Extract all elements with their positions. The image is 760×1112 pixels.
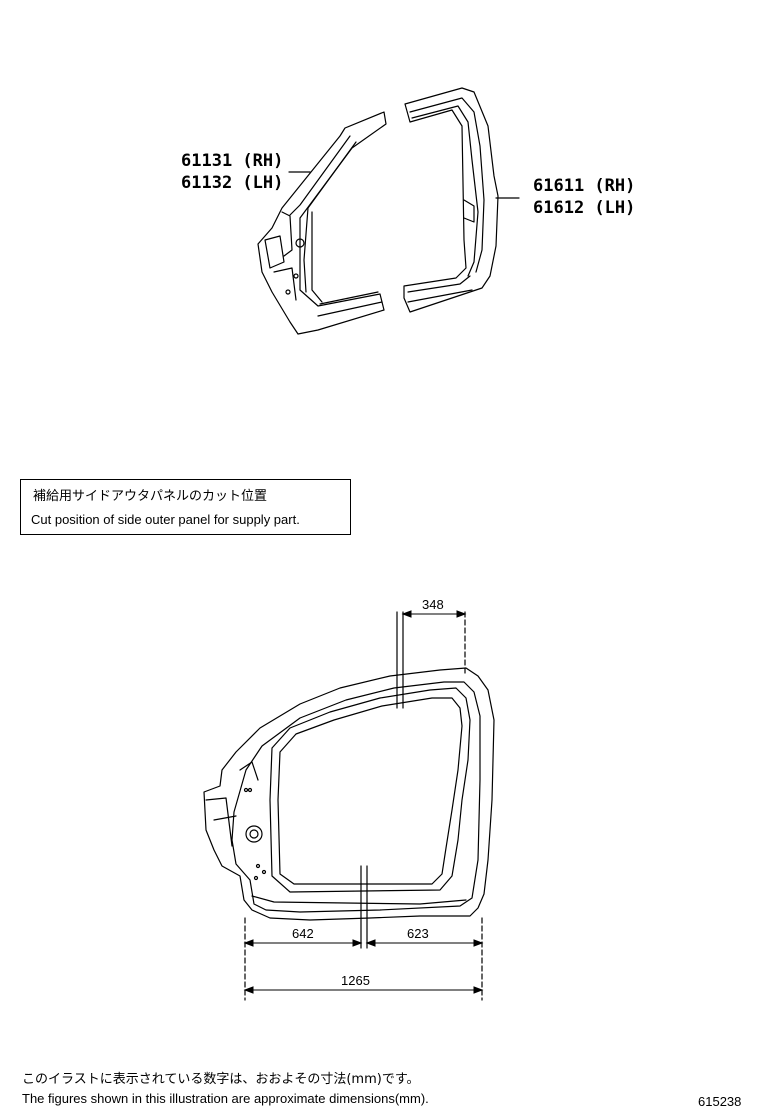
- label-61611-rh: 61611 (RH): [533, 176, 635, 196]
- cut-position-note: 補給用サイドアウタパネルのカット位置 Cut position of side …: [20, 479, 351, 535]
- illustration-code: 615238: [698, 1094, 742, 1109]
- label-61132-lh: 61132 (LH): [181, 173, 283, 193]
- label-61131-rh: 61131 (RH): [181, 151, 283, 171]
- cut-position-note-jp: 補給用サイドアウタパネルのカット位置: [33, 489, 268, 504]
- cut-position-note-en: Cut position of side outer panel for sup…: [31, 512, 300, 527]
- footer-note-jp: このイラストに表示されている数字は、おおよその寸法(mm)です。: [22, 1072, 420, 1087]
- cut-mark-lower: [360, 865, 368, 949]
- rear-pillar-part: [403, 87, 499, 313]
- dimension-642: 642: [292, 926, 314, 941]
- cut-mark-upper: [396, 611, 404, 709]
- front-pillar-part: [257, 111, 387, 335]
- label-61612-lh: 61612 (LH): [533, 198, 635, 218]
- dimension-348: 348: [422, 597, 444, 612]
- footer-note-en: The figures shown in this illustration a…: [22, 1091, 429, 1106]
- dimension-1265: 1265: [341, 973, 370, 988]
- dimension-623: 623: [407, 926, 429, 941]
- side-outer-panel: [203, 667, 495, 921]
